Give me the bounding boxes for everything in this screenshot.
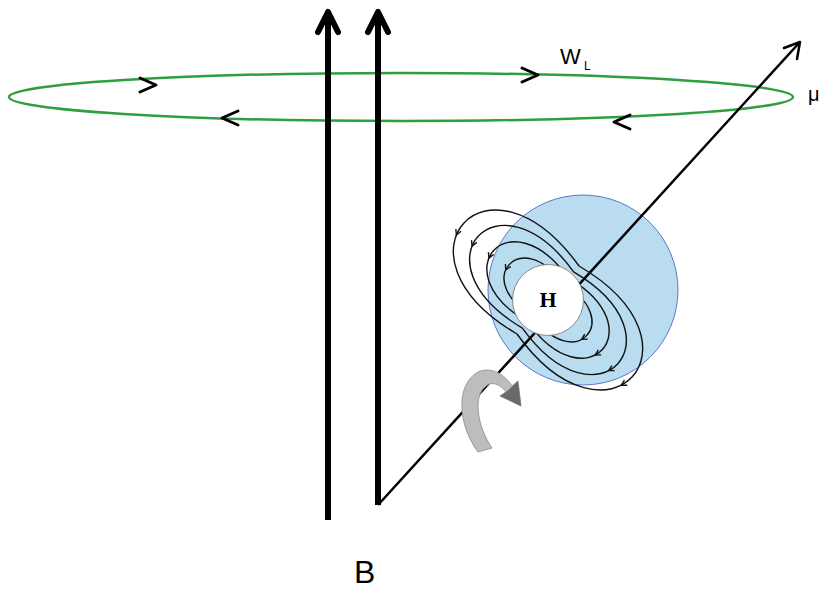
dipole-field-lines [453, 210, 642, 390]
moment-arrowhead [784, 42, 800, 59]
moment-symbol: μ [808, 84, 820, 104]
orbit-arrow [140, 78, 156, 92]
orbit-arrow [222, 111, 238, 125]
field-arrowhead [318, 12, 338, 32]
field-line-arrow [472, 240, 477, 246]
field-line-arrow [621, 380, 627, 385]
field-symbol: B [354, 556, 375, 588]
frequency-subscript: L [584, 60, 591, 72]
electron-cloud [488, 195, 678, 385]
field-line-arrow [595, 350, 601, 355]
spin-arrow [462, 370, 521, 452]
field-arrow [325, 14, 331, 520]
field-arrowhead [368, 12, 388, 32]
field-line-arrow [609, 366, 615, 371]
field-arrow [375, 14, 381, 505]
orbit-arrow [614, 115, 630, 129]
orbit-arrow [522, 68, 538, 82]
field-line-arrow [582, 334, 588, 339]
field-line-arrow [456, 229, 461, 235]
field-line-arrow [488, 252, 493, 258]
spin-arrowhead [500, 381, 521, 406]
precession-frequency-symbol: W [560, 46, 581, 68]
moment-vector [378, 42, 800, 505]
atom-symbol: H [539, 289, 556, 311]
atom-nucleus: H [512, 264, 584, 336]
field-line-arrow [505, 264, 510, 270]
precession-orbit [9, 73, 793, 121]
